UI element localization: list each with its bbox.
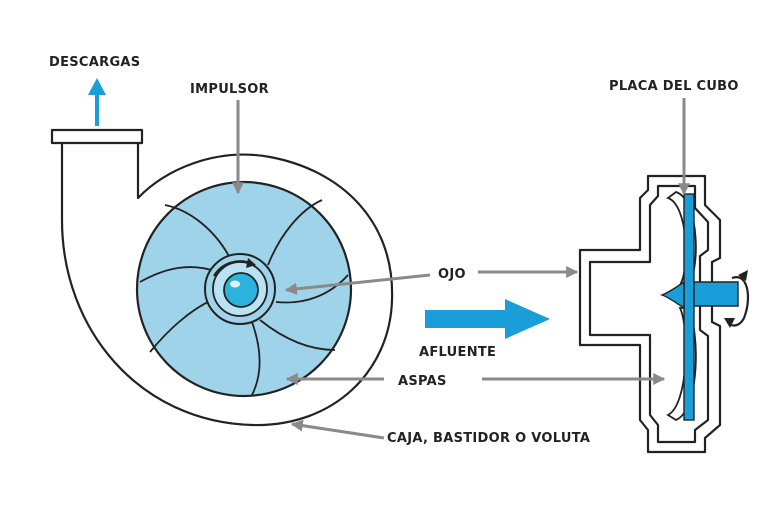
inflow-arrow <box>425 299 550 339</box>
discharge-arrow <box>88 78 106 126</box>
impeller-vanes <box>139 199 349 396</box>
pump-front-view <box>50 78 394 427</box>
leader-lines <box>232 98 690 440</box>
label-inflow: AFLUENTE <box>419 345 496 360</box>
label-blades: ASPAS <box>398 374 447 389</box>
side-impeller <box>659 190 739 422</box>
label-hub-plate: PLACA DEL CUBO <box>609 79 739 94</box>
label-casing: CAJA, BASTIDOR O VOLUTA <box>387 431 590 446</box>
side-casing-inner <box>588 184 710 444</box>
label-impeller: IMPULSOR <box>190 82 269 97</box>
impeller-eye <box>204 253 276 325</box>
label-discharge: DESCARGAS <box>49 55 140 70</box>
label-eye: OJO <box>438 267 466 282</box>
rotation-arrow-icon <box>724 270 750 328</box>
outlet-flange <box>50 128 144 145</box>
pump-side-view <box>578 174 750 454</box>
